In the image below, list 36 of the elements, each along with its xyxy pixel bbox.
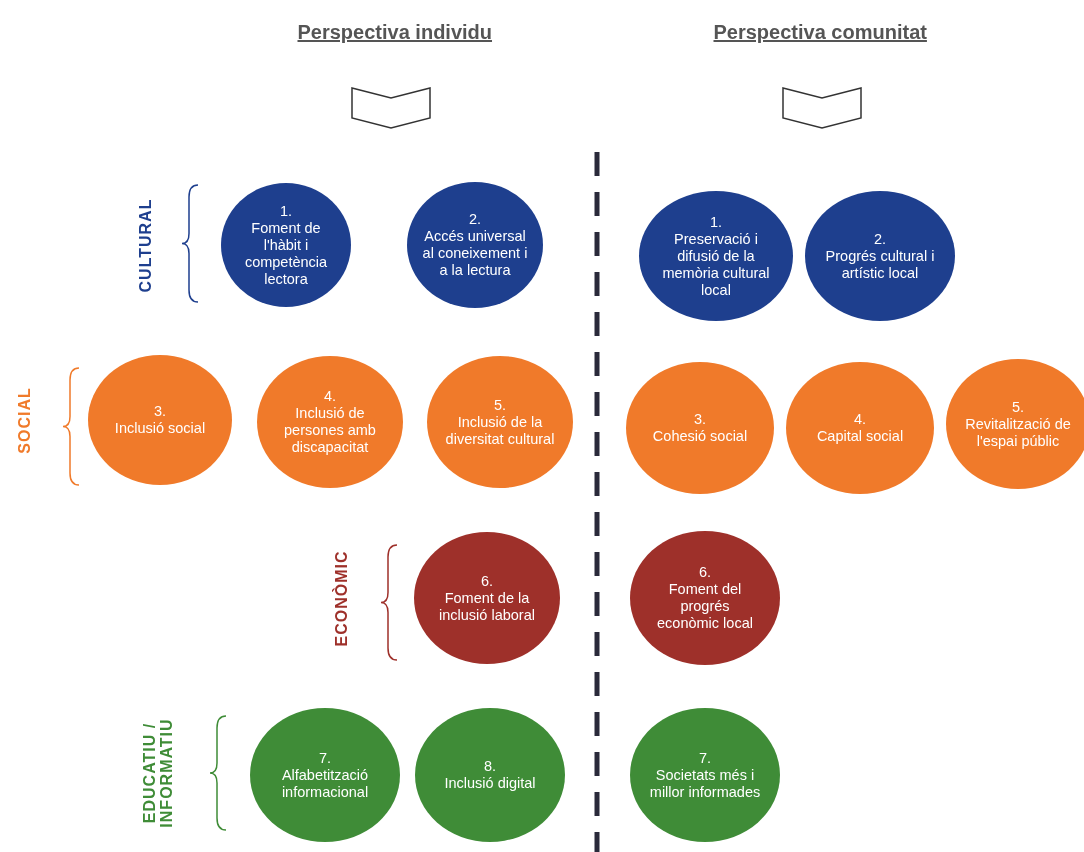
number-label: 6. bbox=[480, 572, 494, 590]
number-label: 1. bbox=[709, 213, 723, 231]
number-label: 3. bbox=[153, 403, 167, 420]
node-text: Inclusió digital bbox=[444, 775, 536, 792]
node-text: Foment de la inclusió laboral bbox=[438, 589, 536, 624]
node-text: Accés universal al coneixement i a la lectura bbox=[421, 228, 529, 279]
column-heading: Perspectiva comunitat bbox=[713, 20, 927, 44]
node-text: Revitalització de l'espai públic bbox=[964, 415, 1072, 450]
node-text: Capital social bbox=[816, 428, 904, 445]
category-label: CULTURAL bbox=[137, 198, 155, 292]
node-text: Inclusió de persones amb discapacitat bbox=[283, 405, 377, 456]
category-label: SOCIAL bbox=[15, 386, 33, 454]
number-label: 4. bbox=[323, 388, 337, 405]
node-text: Alfabetització informacional bbox=[280, 766, 370, 801]
node-text: Cohesió social bbox=[652, 428, 748, 445]
node-text: Preservació i difusió de la memòria cultural local bbox=[661, 230, 771, 299]
node-text: Societats més i millor informades bbox=[648, 766, 762, 801]
number-label: 5. bbox=[1011, 398, 1025, 416]
category-label: ECONÒMIC bbox=[332, 550, 350, 646]
column-heading: Perspectiva individu bbox=[297, 20, 492, 44]
node-text: Progrés cultural i artístic local bbox=[824, 247, 936, 282]
category-label: EDUCATIU / INFORMATIU bbox=[141, 718, 175, 828]
node-text: Inclusió de la diversitat cultural bbox=[444, 413, 556, 448]
number-label: 1. bbox=[279, 202, 293, 220]
node-text: Inclusió social bbox=[114, 420, 206, 437]
number-label: 3. bbox=[693, 411, 707, 428]
number-label: 7. bbox=[698, 749, 712, 767]
number-label: 8. bbox=[483, 758, 497, 775]
node-text: Foment del progrés econòmic local bbox=[656, 581, 754, 632]
node-text: Foment de l'hàbit i competència lectora bbox=[243, 219, 329, 288]
number-label: 2. bbox=[468, 211, 482, 228]
number-label: 7. bbox=[318, 749, 332, 767]
number-label: 6. bbox=[698, 564, 712, 581]
number-label: 5. bbox=[493, 396, 507, 414]
number-label: 2. bbox=[873, 230, 887, 248]
number-label: 4. bbox=[853, 411, 867, 428]
